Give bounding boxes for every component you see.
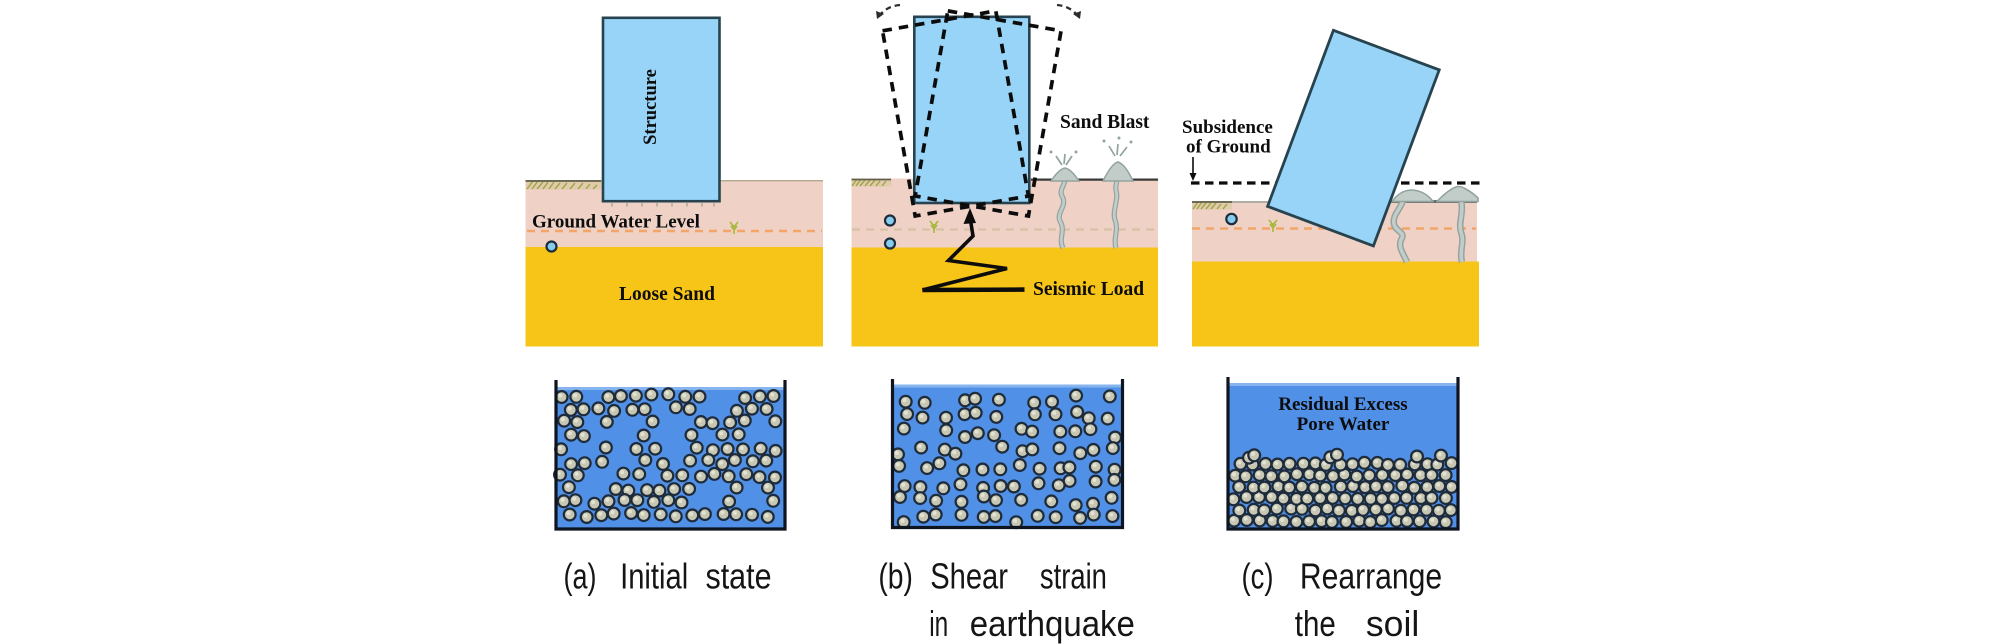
svg-text:Sand Blast: Sand Blast — [1060, 112, 1150, 133]
svg-text:(a): (a) — [564, 556, 597, 597]
svg-text:(b): (b) — [878, 556, 913, 597]
svg-text:Initial: Initial — [620, 556, 688, 597]
svg-text:state: state — [706, 556, 772, 597]
svg-text:in: in — [929, 603, 948, 644]
svg-text:Shear: Shear — [930, 556, 1008, 597]
svg-text:earthquake: earthquake — [970, 603, 1135, 644]
svg-text:soil: soil — [1366, 603, 1419, 644]
svg-text:Residual Excess: Residual Excess — [1278, 394, 1407, 415]
svg-text:of Ground: of Ground — [1186, 137, 1271, 158]
svg-text:strain: strain — [1040, 556, 1107, 597]
svg-text:Loose Sand: Loose Sand — [619, 284, 715, 305]
svg-text:Pore Water: Pore Water — [1297, 414, 1390, 435]
svg-text:Seismic Load: Seismic Load — [1033, 279, 1144, 300]
svg-text:(c): (c) — [1242, 556, 1274, 597]
svg-text:Ground Water Level: Ground Water Level — [532, 212, 700, 233]
svg-text:Subsidence: Subsidence — [1182, 117, 1273, 138]
svg-text:the: the — [1295, 603, 1336, 644]
svg-text:Rearrange: Rearrange — [1300, 556, 1442, 597]
svg-text:Structure: Structure — [641, 69, 661, 145]
